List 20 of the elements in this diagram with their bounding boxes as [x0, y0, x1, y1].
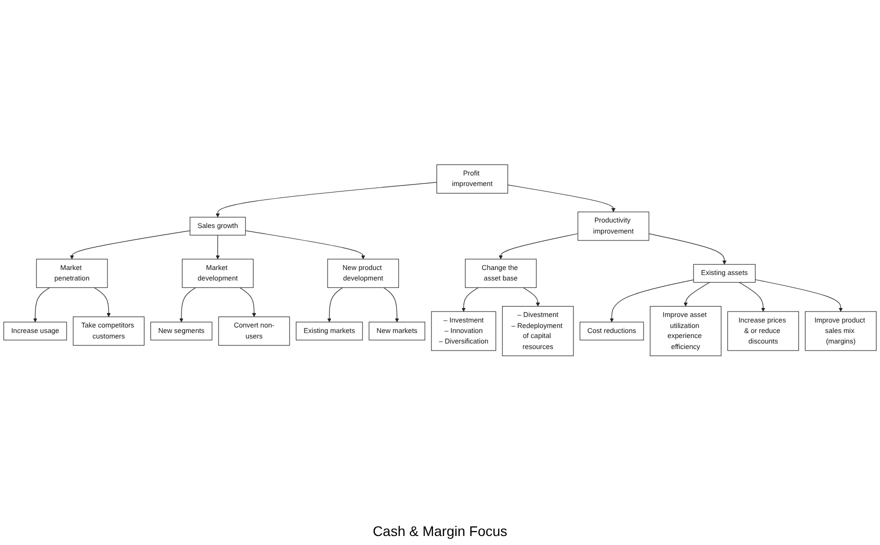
- bracket-label: Cash & Margin Focus: [372, 523, 508, 539]
- arrow: [33, 288, 50, 322]
- arrow: [754, 280, 843, 312]
- arrow: [498, 234, 578, 260]
- arrow: [179, 288, 196, 322]
- arrow: [522, 288, 540, 307]
- arrow: [684, 282, 710, 307]
- arrow: [327, 288, 343, 322]
- arrow: [383, 288, 400, 322]
- arrow: [216, 235, 220, 260]
- arrow: [245, 230, 366, 260]
- arrow: [738, 282, 766, 312]
- arrow: [462, 288, 479, 312]
- arrow: [610, 280, 694, 322]
- arrow: [507, 184, 616, 212]
- arrow: [648, 234, 726, 265]
- arrow: [216, 182, 438, 218]
- arrow: [70, 230, 190, 260]
- arrow: [94, 288, 111, 318]
- arrow: [239, 288, 256, 318]
